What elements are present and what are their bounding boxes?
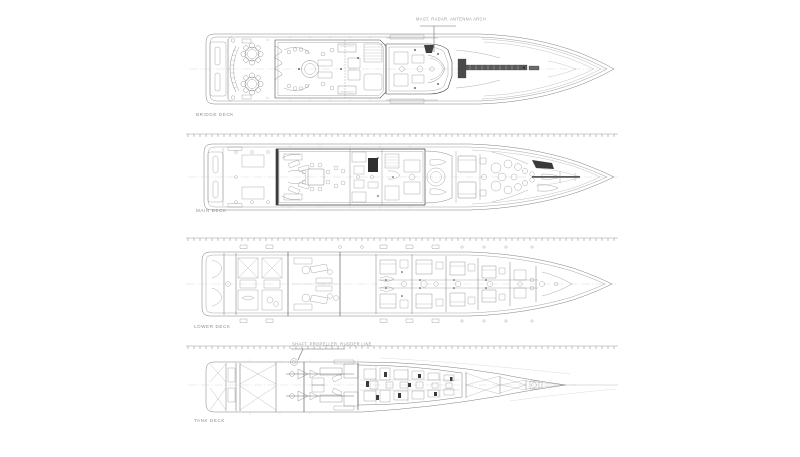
deck-label-bridge-deck: BRIDGE DECK <box>196 112 234 117</box>
deck-label-lower-deck: LOWER DECK <box>194 324 231 329</box>
deck-plan-lower-deck <box>180 242 620 324</box>
lower-deck-drawing <box>186 244 616 323</box>
separator-lower-tank <box>186 336 618 349</box>
bridge-deck-callout-leader <box>420 25 456 52</box>
bridge-deck-drawing <box>190 33 616 105</box>
deck-label-tank-deck: TANK DECK <box>194 418 226 423</box>
main-deck-drawing <box>188 143 618 211</box>
deck-plan-tank-deck <box>180 352 620 418</box>
deck-plan-main-deck <box>180 138 620 216</box>
tank-deck-callout-leader <box>291 348 345 361</box>
callout-bridge-deck: MAST, RADAR, ANTENNA ARCH <box>416 17 487 22</box>
callout-tank-deck: SHAFT, PROPELLER, RUDDER LINE <box>292 342 372 347</box>
tank-deck-drawing <box>188 357 618 415</box>
separator-main-lower <box>186 228 618 241</box>
deck-label-main-deck: MAIN DECK <box>196 208 227 213</box>
separator-bridge-main <box>186 124 618 137</box>
deck-plan-bridge-deck <box>180 28 620 110</box>
